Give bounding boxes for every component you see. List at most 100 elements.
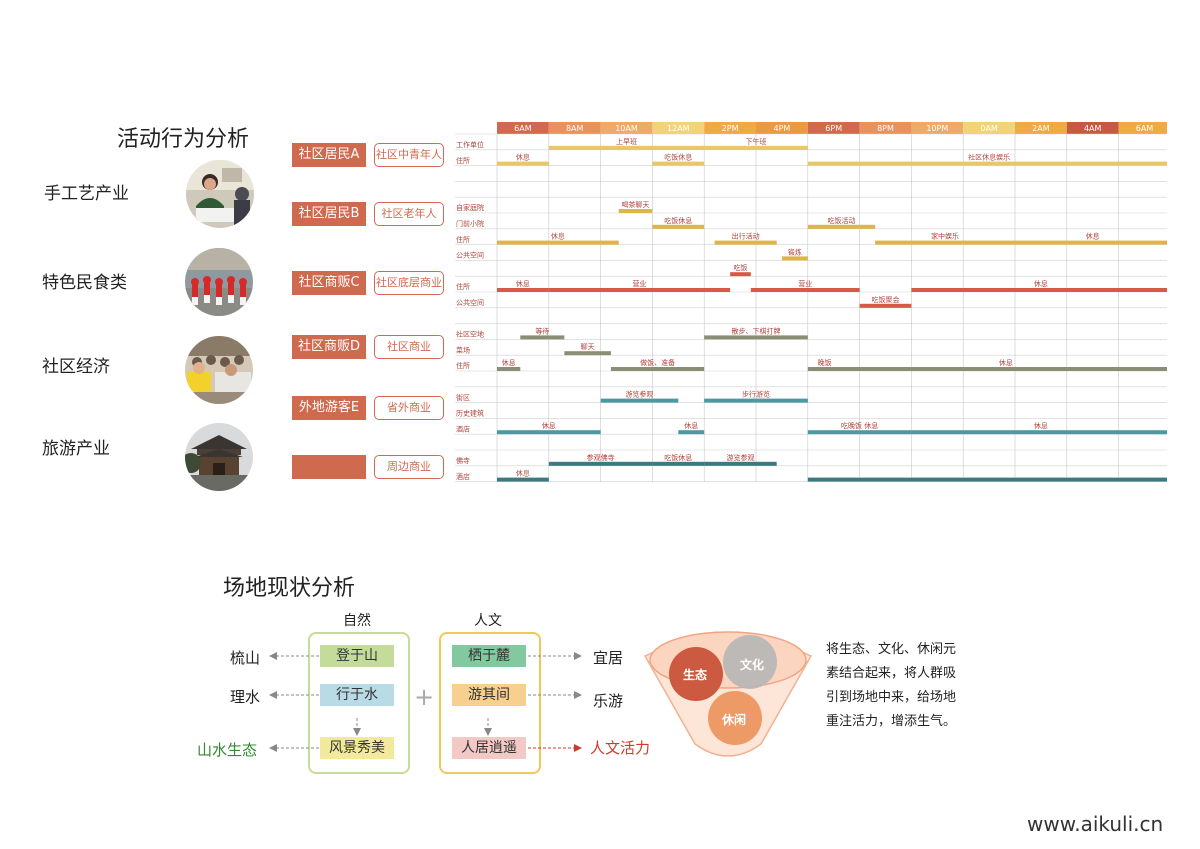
activity-label: 休息 [1034,279,1048,288]
right-label: 乐游 [593,692,624,710]
activity-bar [1015,240,1167,245]
left-label: 理水 [230,688,261,706]
activity-label: 休息 [502,358,516,367]
activity-label: 聊天 [581,342,595,351]
culture-item: 人居逍遥 [452,737,526,759]
hour-header-cell [859,122,912,134]
activity-label: 休息 [516,279,530,288]
activity-bar [911,430,1167,435]
hour-header-cell [1118,122,1167,134]
role-tag: 社区居民B [292,202,366,226]
activity-bar [781,256,808,261]
activity-bar [652,461,705,466]
site-title: 场地现状分析 [223,576,356,601]
activity-bar [497,161,549,166]
place-label: 酒店 [456,424,470,433]
activity-bar [610,367,705,371]
activity-bar [497,430,601,435]
activity-bar [807,367,842,371]
hour-header-cell [963,122,1015,134]
community-crowd-photo [185,336,253,404]
activity-bar [704,335,808,340]
culture-heading: 人文 [474,613,502,629]
place-label: 工作单位 [456,140,484,149]
place-label: 历史建筑 [456,409,484,418]
activity-bar [548,461,653,466]
activity-label: 上早班 [616,137,637,146]
activity-label: 休息 [516,153,530,162]
ecology-circle [669,647,723,701]
role-tag: 外地游客E [292,396,366,420]
activity-label: 休息 [516,469,530,478]
hour-header-cell [1015,122,1067,134]
activity-bar [652,224,705,229]
group-tag: 社区底层商业 [374,271,444,295]
hour-header-cell [911,122,964,134]
activity-bar [859,303,912,308]
hour-header-cell [497,122,549,134]
activity-label: 家中娱乐 [931,232,959,241]
culture-item: 栖于麓 [452,645,526,667]
culture-circle [723,635,777,689]
right-label: 宜居 [593,649,624,667]
place-label: 门前小院 [456,219,484,228]
place-label: 街区 [456,393,470,402]
activity-bar [911,288,1167,292]
activity-bar [548,288,731,292]
left-label: 梳山 [230,649,261,667]
activity-label: 吃饭活动 [827,216,855,225]
hour-label: 10AM [615,124,638,133]
place-label: 住所 [456,156,470,165]
activity-bar [807,161,1167,166]
hour-header-cell [704,122,756,134]
funnel-diagram [643,631,813,757]
activity-label: 吃饭休息 [664,453,692,462]
activity-label: 参观佛寺 [587,453,615,462]
group-tag: 社区商业 [374,335,444,359]
activity-bar [807,477,1167,482]
activity-label: 休息 [1086,232,1100,241]
activity-bar [520,335,565,340]
activity-bar [497,367,521,371]
right-label: 人文活力 [590,739,651,757]
culture-item: 游其间 [452,684,526,706]
activity-bar [704,461,777,466]
category-label: 手工艺产业 [44,184,129,204]
activity-bar [564,351,611,356]
hour-label: 8PM [877,124,894,133]
activity-bar [704,398,808,403]
hour-header-cell [756,122,808,134]
place-label: 自家庭院 [456,203,484,212]
place-label: 公共空间 [456,298,484,307]
activity-bar [618,209,653,213]
nature-item: 登于山 [320,645,394,667]
culture-label: 文化 [740,658,765,672]
hour-label: 6PM [825,124,842,133]
activity-label: 吃晚饭 休息 [841,421,878,430]
group-tag: 省外商业 [374,396,444,420]
place-label: 住所 [456,361,470,370]
description-text: 将生态、文化、休闲元素结合起来，将人群吸引到场地中来，给场地重注活力，增添生气。 [826,642,957,729]
role-tag: 社区居民A [292,143,366,167]
activity-label: 营业 [798,279,812,288]
ecology-label: 生态 [683,668,708,682]
activity-bar [678,430,705,435]
activity-label: 下午班 [746,137,767,146]
site-arrows [269,652,582,752]
activity-label: 休息 [999,358,1013,367]
activity-label: 休息 [684,421,698,430]
hour-label: 4PM [773,124,790,133]
place-label: 住所 [456,235,470,244]
hour-label: 6AM [514,124,532,133]
activity-bar [548,145,705,150]
hour-header-cell [807,122,860,134]
leisure-circle [708,691,762,745]
activity-label: 社区休息娱乐 [968,153,1010,162]
activity-label: 吃饭 [733,263,747,272]
hour-header-cell [652,122,705,134]
hour-label: 2PM [722,124,739,133]
place-label: 住所 [456,282,470,291]
activity-label: 晚饭 [818,358,832,367]
left-label: 山水生态 [197,741,258,759]
